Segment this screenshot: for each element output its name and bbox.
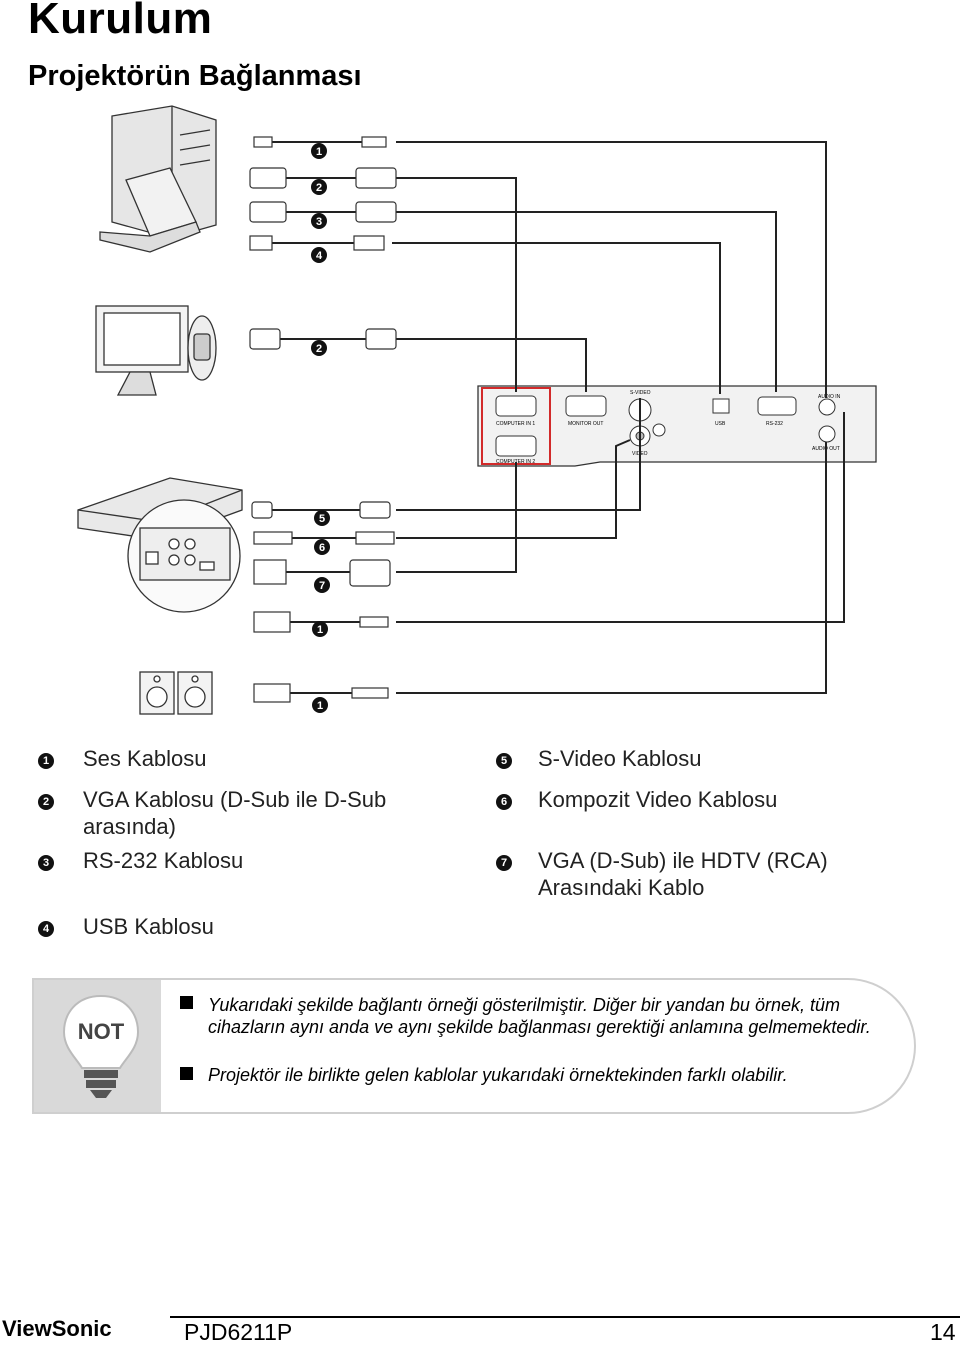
legend-num-5: 5 bbox=[496, 753, 512, 769]
page-title: Kurulum bbox=[28, 0, 213, 43]
callout-1b: 1 bbox=[317, 624, 323, 636]
legend-label-1: Ses Kablosu bbox=[83, 746, 207, 771]
port-label-usb: USB bbox=[715, 421, 726, 427]
port-label-rs232: RS-232 bbox=[766, 421, 783, 427]
cables bbox=[272, 141, 845, 694]
legend-num-3: 3 bbox=[38, 855, 54, 871]
legend-label-5: S-Video Kablosu bbox=[538, 746, 702, 771]
port-label-computer-in-1: COMPUTER IN 1 bbox=[496, 421, 535, 427]
page-subtitle: Projektörün Bağlanması bbox=[28, 60, 362, 92]
diagram-callouts: 1 2 3 4 2 5 6 7 1 1 bbox=[311, 143, 330, 713]
port-label-s-video: S-VIDEO bbox=[630, 390, 651, 396]
note-item-2: Projektör ile birlikte gelen kablolar yu… bbox=[208, 1065, 788, 1085]
laptop-icon bbox=[99, 167, 201, 253]
page-number: 14 bbox=[930, 1319, 956, 1345]
bullet-1 bbox=[180, 996, 193, 1009]
lightbulb-icon: NOT bbox=[62, 994, 140, 1098]
callout-3: 3 bbox=[316, 216, 322, 228]
callout-7: 7 bbox=[319, 580, 325, 592]
note-icon-label: NOT bbox=[78, 1019, 125, 1044]
note-item-1: Yukarıdaki şekilde bağlantı örneği göste… bbox=[208, 995, 871, 1037]
legend-num-1: 1 bbox=[38, 753, 54, 769]
legend-label-4: USB Kablosu bbox=[83, 914, 214, 939]
callout-4: 4 bbox=[316, 250, 323, 262]
monitor-icon bbox=[95, 305, 217, 396]
footer-model: PJD6211P bbox=[184, 1319, 293, 1345]
legend-label-2: VGA Kablosu (D-Sub ile D-Sub arasında) bbox=[83, 787, 387, 839]
port-label-audio-in: AUDIO IN bbox=[818, 394, 841, 400]
legend-num-2: 2 bbox=[38, 794, 54, 810]
note-box bbox=[32, 978, 916, 1114]
legend-label-7: VGA (D-Sub) ile HDTV (RCA) Arasındaki Ka… bbox=[538, 848, 828, 900]
cable-connectors bbox=[249, 136, 397, 703]
callout-1c: 1 bbox=[317, 700, 323, 712]
legend-num-7: 7 bbox=[496, 855, 512, 871]
callout-1a: 1 bbox=[316, 146, 322, 158]
callout-6: 6 bbox=[319, 542, 325, 554]
speakers-icon bbox=[139, 671, 213, 715]
callout-2b: 2 bbox=[316, 343, 322, 355]
footer-brand: ViewSonic bbox=[2, 1316, 112, 1341]
callout-5: 5 bbox=[319, 513, 325, 525]
footer-rule bbox=[170, 1316, 960, 1318]
legend-num-4: 4 bbox=[38, 921, 54, 937]
legend-num-6: 6 bbox=[496, 794, 512, 810]
port-label-monitor-out: MONITOR OUT bbox=[568, 421, 603, 427]
legend-label-6: Kompozit Video Kablosu bbox=[538, 787, 778, 812]
dvd-player-icon bbox=[77, 477, 243, 613]
callout-2a: 2 bbox=[316, 182, 322, 194]
connection-diagram: COMPUTER IN 1 COMPUTER IN 2 MONITOR OUT … bbox=[77, 105, 877, 715]
projector-rear-panel: COMPUTER IN 1 COMPUTER IN 2 MONITOR OUT … bbox=[477, 385, 877, 467]
legend-label-3: RS-232 Kablosu bbox=[83, 848, 244, 873]
bullet-2 bbox=[180, 1067, 193, 1080]
